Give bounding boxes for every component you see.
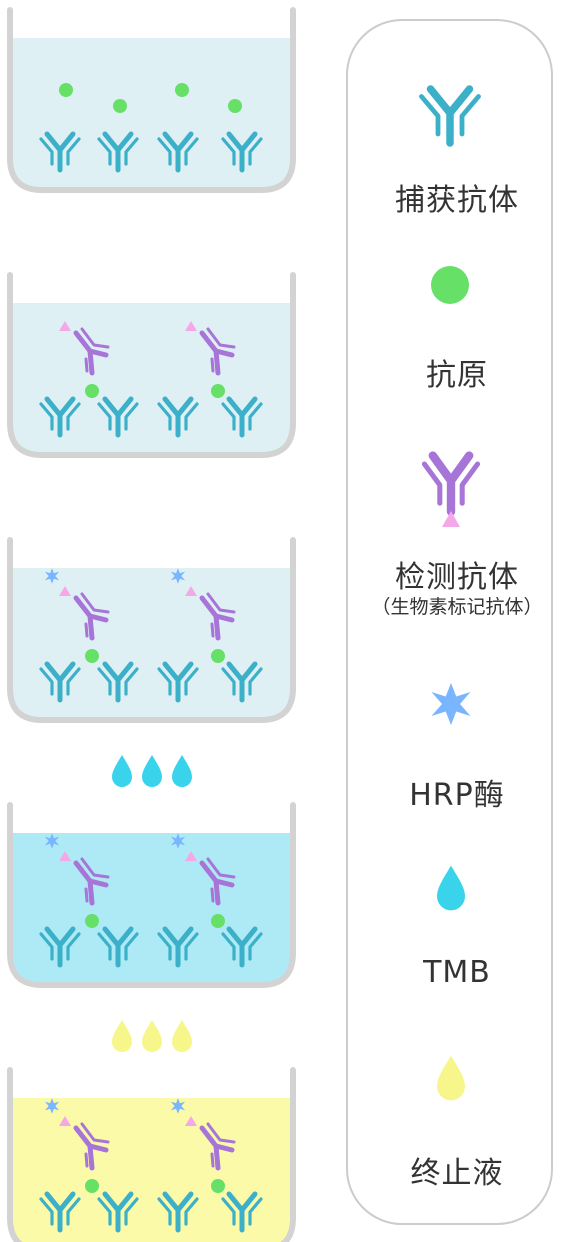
stop-solution-drops <box>112 1020 192 1052</box>
legend-biotin-icon <box>442 511 460 527</box>
well-wall <box>7 537 296 723</box>
legend-antigen-icon <box>431 266 469 304</box>
well-liquid <box>10 303 293 455</box>
well-step-3 <box>7 537 296 723</box>
antigen-icon <box>211 649 225 663</box>
well-wall <box>7 7 296 193</box>
biotin-tag-icon <box>59 321 71 331</box>
drop-icon <box>142 755 162 787</box>
antigen-icon <box>85 384 99 398</box>
legend-hrp-label: HRP酶 <box>409 778 505 813</box>
antigen-icon <box>85 649 99 663</box>
antigen-icon <box>211 914 225 928</box>
well-step-5 <box>7 1067 296 1242</box>
tmb-drops <box>112 755 192 787</box>
antigen-icon <box>85 1179 99 1193</box>
legend-capture-antibody-label: 捕获抗体 <box>395 183 519 218</box>
drop-icon <box>172 1020 192 1052</box>
biotin-tag-icon <box>59 586 71 596</box>
legend-antigen-label: 抗原 <box>426 358 488 393</box>
well-wall <box>7 802 296 988</box>
legend-stop-label: 终止液 <box>410 1156 504 1191</box>
legend-detection-antibody-note: （生物素标记抗体） <box>371 596 543 618</box>
drop-icon <box>172 755 192 787</box>
legend-panel <box>346 19 553 1225</box>
biotin-tag-icon <box>185 851 197 861</box>
well-liquid <box>10 833 293 985</box>
well-step-1 <box>7 7 296 193</box>
legend-detection-antibody-label: 检测抗体 <box>395 560 519 595</box>
legend-tmb-label: TMB <box>423 955 491 990</box>
antigen-icon <box>175 83 189 97</box>
biotin-tag-icon <box>185 1116 197 1126</box>
well-step-2 <box>7 272 296 458</box>
well-wall <box>7 1067 296 1242</box>
drop-icon <box>142 1020 162 1052</box>
well-step-4 <box>7 802 296 988</box>
well-wall <box>7 272 296 458</box>
biotin-tag-icon <box>59 1116 71 1126</box>
antigen-icon <box>228 99 242 113</box>
antigen-icon <box>113 99 127 113</box>
antigen-icon <box>59 83 73 97</box>
biotin-tag-icon <box>59 851 71 861</box>
drop-icon <box>112 1020 132 1052</box>
biotin-tag-icon <box>185 321 197 331</box>
antigen-icon <box>85 914 99 928</box>
antigen-icon <box>211 384 225 398</box>
well-liquid <box>10 568 293 720</box>
well-liquid <box>10 38 293 190</box>
antigen-icon <box>211 1179 225 1193</box>
drop-icon <box>112 755 132 787</box>
biotin-tag-icon <box>185 586 197 596</box>
